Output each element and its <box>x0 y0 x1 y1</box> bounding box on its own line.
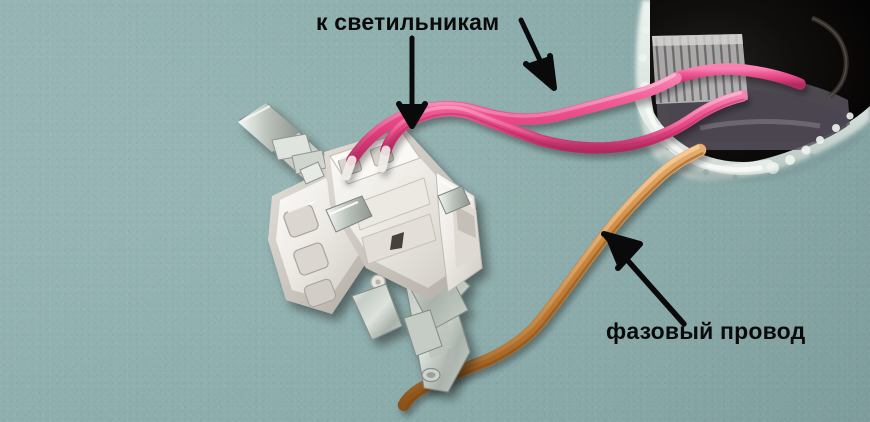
arrow-to-lamps-left <box>396 35 428 129</box>
annotation-arrows <box>396 17 687 327</box>
frame-legs <box>351 283 443 357</box>
switch-mechanism <box>238 103 483 393</box>
switch-body-main <box>324 128 483 300</box>
pink-wires <box>341 63 806 181</box>
label-to-lamps: к светильникам <box>316 9 500 35</box>
arrow-to-phase <box>601 231 687 327</box>
arrow-to-lamps-right <box>518 17 557 91</box>
label-phase-wire: фазовый провод <box>606 318 806 344</box>
fixing-claws <box>299 161 471 233</box>
wall-box-opening <box>633 0 870 183</box>
